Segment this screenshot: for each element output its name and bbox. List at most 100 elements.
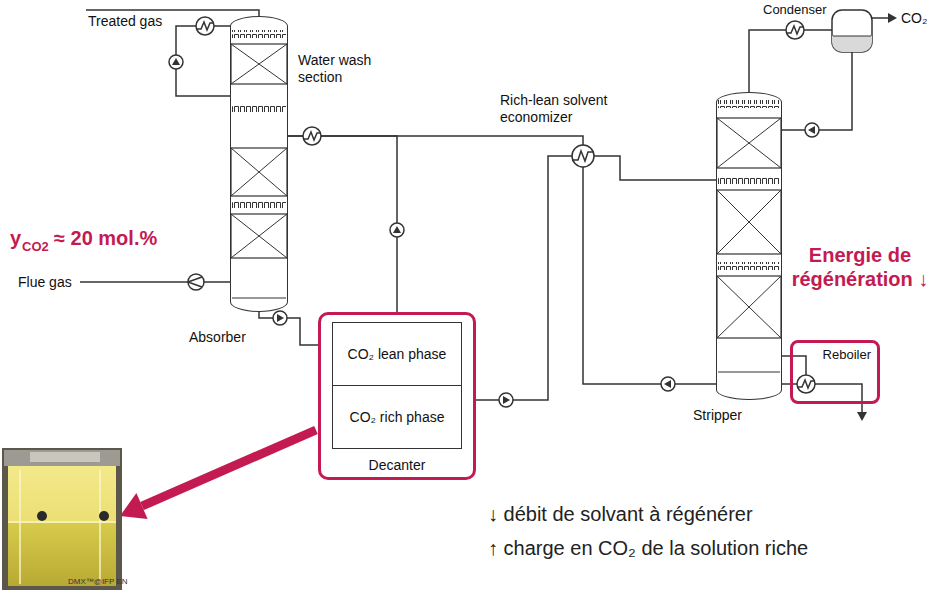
stripper-internals (717, 100, 781, 372)
callout-arrow (120, 430, 316, 519)
decanter-photo (2, 448, 122, 590)
watermark: DMX™@IFP EN (68, 577, 128, 587)
callout-text: Energie de régénération ↓ (786, 243, 934, 291)
flow-arrowhead (888, 13, 897, 23)
absorber-internals (231, 44, 287, 84)
product-label: CO₂ (901, 10, 927, 27)
flow-line (288, 136, 397, 312)
absorber-internals (231, 214, 287, 258)
heat-exchanger-symbol (196, 17, 214, 35)
equipment-label: Reboiler (793, 347, 877, 363)
heat-exchanger-symbol (797, 375, 815, 393)
pump-symbol (393, 226, 401, 233)
process-pipe (80, 10, 888, 412)
stripper-internals (717, 118, 781, 168)
callout-arrow (120, 493, 148, 519)
pump-symbol (277, 314, 284, 322)
heat-exchanger-symbol (196, 17, 214, 35)
pump-symbol (664, 380, 671, 388)
blower-symbol (188, 274, 204, 290)
flow-line (476, 156, 716, 400)
process-pipe (815, 384, 862, 412)
effect-note: ↑ charge en CO₂ de la solution riche (488, 536, 808, 560)
reboiler-frame: Reboiler (790, 340, 880, 404)
callout-arrow (142, 430, 316, 506)
stream-label: Treated gas (88, 13, 162, 30)
absorber-internals (231, 148, 287, 196)
pump-symbol (499, 393, 513, 407)
heat-exchanger-symbol (797, 375, 815, 393)
reflux-drum (832, 36, 872, 52)
equipment-label: Condenser (763, 2, 827, 18)
pump-symbol (172, 58, 180, 65)
absorber-internals (231, 44, 287, 84)
stripper-internals (717, 190, 781, 254)
stripper-internals (718, 262, 780, 270)
pump-symbol (169, 55, 183, 69)
section-label: Water wash section (298, 52, 380, 86)
decanter-photo (37, 511, 47, 521)
absorber-column: Absorber (230, 16, 288, 312)
pump-symbol (273, 311, 287, 325)
absorber-internals (232, 30, 286, 38)
stripper-internals (717, 276, 781, 338)
heat-exchanger-symbol (786, 26, 804, 34)
process-pipe (749, 30, 832, 92)
absorber-internals (231, 148, 287, 196)
heat-exchanger-symbol (572, 145, 594, 167)
pump-symbol (273, 311, 287, 325)
stripper-internals (718, 100, 780, 108)
pump-symbol (390, 223, 404, 237)
heat-exchanger-symbol (786, 21, 804, 39)
process-pipe (80, 281, 230, 283)
column-label: Stripper (693, 407, 757, 424)
variable-subscript: CO2 (22, 239, 49, 255)
phase-label: CO₂ lean phase (348, 346, 447, 363)
decanter-photo (4, 450, 120, 466)
pump-symbol (499, 393, 513, 407)
pump-symbol (808, 126, 815, 134)
phase-label: CO₂ rich phase (350, 409, 445, 426)
pump-symbol (169, 55, 183, 69)
reflux-drum (832, 10, 872, 54)
heat-exchanger-symbol (303, 132, 321, 140)
stripper-internals (718, 176, 780, 184)
heat-exchanger-symbol (196, 17, 815, 393)
decanter-photo (20, 470, 100, 584)
heat-exchanger-symbol (303, 127, 321, 145)
stripper-internals (717, 276, 781, 338)
decanter-photo (30, 452, 100, 462)
process-pipe (872, 17, 888, 19)
stream-label: Flue gas (18, 274, 72, 291)
flow-arrowhead (857, 412, 867, 421)
heat-exchanger-symbol (786, 21, 804, 39)
heat-exchanger-symbol (196, 22, 214, 30)
absorber-internals (232, 104, 286, 112)
column-label: Absorber (189, 329, 245, 346)
effect-note: ↓ débit de solvant à régénérer (488, 502, 753, 526)
flow-line (288, 136, 716, 384)
value-label: ≈ 20 mol.% (54, 226, 157, 250)
stripper-column: Stripper (716, 92, 782, 400)
pump-symbol (661, 377, 675, 391)
blower-symbol (188, 274, 204, 290)
process-pipe (782, 52, 852, 130)
pump-symbol (503, 396, 510, 404)
heat-exchanger-symbol (303, 127, 321, 145)
flow-line (259, 312, 318, 345)
heat-exchanger-symbol (797, 380, 815, 388)
variable-symbol: y (10, 226, 21, 250)
flow-line (782, 355, 790, 357)
blower-symbol (188, 277, 202, 287)
absorber-internals (232, 298, 286, 299)
decanter-photo (99, 511, 109, 521)
process-pipe (793, 356, 806, 375)
phase-box: CO₂ lean phase (332, 322, 462, 386)
decanter-label: Decanter (321, 457, 473, 474)
